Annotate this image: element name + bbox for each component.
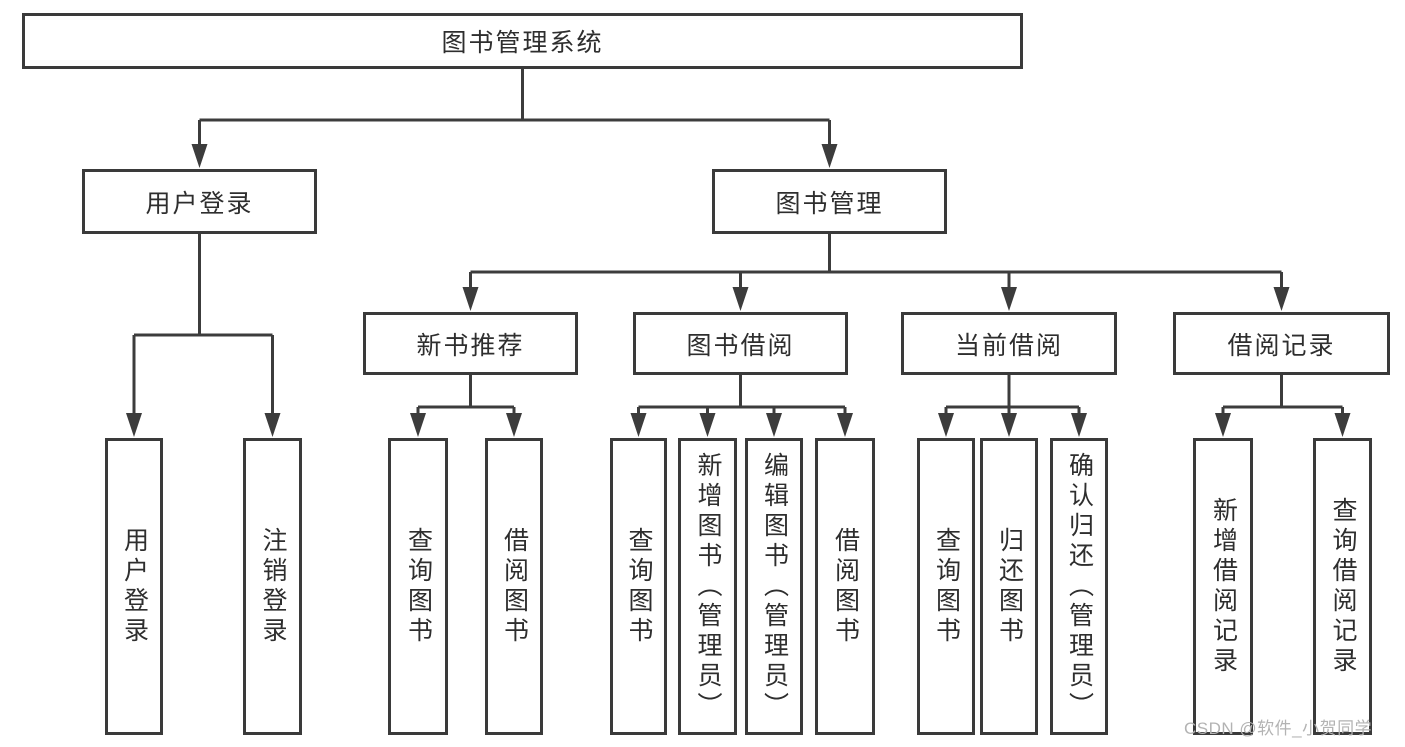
node-system-root: 图书管理系统	[22, 13, 1023, 69]
node-book-management: 图书管理	[712, 169, 947, 234]
edge-book-mgmt-children	[462, 234, 1290, 311]
node-current-borrow: 当前借阅	[901, 312, 1117, 375]
node-label: 用户登录	[120, 526, 149, 647]
node-leaf-borrow-book-2: 借阅图书	[815, 438, 875, 735]
node-borrow-records: 借阅记录	[1173, 312, 1390, 375]
node-label: 确认归还（管理员）	[1065, 451, 1094, 722]
edge-current-borrow-children	[938, 375, 1087, 437]
edge-root-to-level2	[191, 68, 838, 168]
arrowhead-icon	[1273, 287, 1290, 311]
arrowhead-icon	[766, 413, 782, 437]
edge-book-borrow-children	[630, 375, 853, 437]
node-label: 编辑图书（管理员）	[760, 451, 789, 722]
arrowhead-icon	[462, 287, 479, 311]
node-label: 图书管理	[775, 189, 884, 218]
node-leaf-query-book-2: 查询图书	[610, 438, 667, 735]
arrowhead-icon	[1001, 287, 1017, 311]
arrowhead-icon	[630, 413, 647, 437]
node-new-book-recommend: 新书推荐	[363, 312, 578, 375]
node-leaf-confirm-return: 确认归还（管理员）	[1050, 438, 1108, 735]
arrowhead-icon	[821, 144, 838, 168]
node-leaf-add-book-admin: 新增图书（管理员）	[678, 438, 737, 735]
node-leaf-query-borrow-record: 查询借阅记录	[1313, 438, 1372, 735]
edge-new-book-children	[410, 375, 522, 437]
node-label: 借阅图书	[500, 526, 529, 647]
node-label: 新增图书（管理员）	[694, 451, 722, 722]
node-leaf-return-book: 归还图书	[980, 438, 1038, 735]
node-label: 查询借阅记录	[1329, 496, 1357, 677]
node-leaf-user-login: 用户登录	[105, 438, 163, 735]
edge-borrow-records-children	[1215, 375, 1351, 437]
arrowhead-icon	[264, 413, 281, 437]
node-leaf-query-book-1: 查询图书	[388, 438, 448, 735]
node-label: 图书管理系统	[441, 29, 604, 57]
node-leaf-query-book-3: 查询图书	[917, 438, 975, 735]
arrowhead-icon	[938, 413, 954, 437]
arrowhead-icon	[506, 413, 522, 437]
node-leaf-logout: 注销登录	[243, 438, 302, 735]
node-label: 查询图书	[404, 526, 433, 647]
node-leaf-borrow-book-1: 借阅图书	[485, 438, 543, 735]
node-label: 新增借阅记录	[1209, 496, 1238, 677]
node-label: 用户登录	[145, 189, 254, 218]
arrowhead-icon	[191, 144, 208, 168]
arrowhead-icon	[837, 413, 853, 437]
node-label: 查询图书	[625, 526, 653, 647]
node-leaf-add-borrow-record: 新增借阅记录	[1193, 438, 1253, 735]
watermark: CSDN @软件_小贺同学	[1184, 719, 1373, 738]
arrowhead-icon	[732, 287, 749, 311]
arrowhead-icon	[1001, 413, 1017, 437]
node-label: 当前借阅	[954, 331, 1063, 360]
arrowhead-icon	[1071, 413, 1087, 437]
node-leaf-edit-book-admin: 编辑图书（管理员）	[745, 438, 803, 735]
arrowhead-icon	[1215, 413, 1231, 437]
node-label: 借阅记录	[1227, 331, 1336, 360]
arrowhead-icon	[1334, 413, 1351, 437]
arrowhead-icon	[699, 413, 716, 437]
node-label: 新书推荐	[416, 331, 525, 360]
node-label: 查询图书	[932, 526, 961, 647]
arrowhead-icon	[410, 413, 426, 437]
node-label: 借阅图书	[831, 526, 860, 647]
node-label: 归还图书	[995, 526, 1024, 647]
node-user-login: 用户登录	[82, 169, 317, 234]
node-label: 注销登录	[259, 526, 287, 647]
node-label: 图书借阅	[686, 331, 795, 360]
node-book-borrow: 图书借阅	[633, 312, 848, 375]
arrowhead-icon	[126, 413, 142, 437]
edge-user-login-children	[126, 234, 281, 437]
